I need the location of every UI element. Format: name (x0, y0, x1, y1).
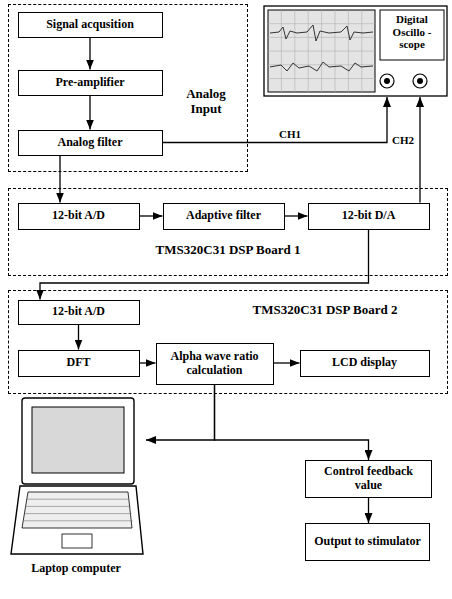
waveform-trace (270, 25, 373, 41)
laptop-label: Laptop computer (6, 562, 146, 576)
laptop-lid (22, 398, 134, 484)
laptop-touchpad (62, 534, 92, 548)
channel-label: CH2 (390, 134, 416, 146)
keyboard-row (26, 506, 131, 507)
process-box: Adaptive filter (163, 203, 285, 230)
box-label: Analog filter (58, 136, 123, 150)
box-label: LCD display (332, 356, 397, 370)
group-label: Analog Input (169, 87, 243, 117)
scope-screen (268, 10, 375, 92)
box-label: Output to stimulator (314, 535, 421, 549)
signal-connector (419, 97, 420, 203)
process-box: Analog filter (18, 130, 163, 156)
box-label: Control feedback value (310, 465, 427, 493)
channel-knob (384, 78, 390, 84)
process-box: Signal acqusition (18, 12, 163, 38)
keyboard-row (27, 499, 129, 500)
process-box: Pre-amplifier (18, 70, 163, 96)
box-label: 12-bit D/A (342, 209, 396, 223)
process-box: DFT (18, 350, 140, 377)
signal-connector (140, 362, 156, 363)
signal-connector (285, 215, 308, 216)
box-label: 12-bit A/D (52, 209, 105, 223)
laptop-screen (32, 407, 124, 473)
signal-connector (140, 215, 163, 216)
box-label: 12-bit A/D (52, 305, 105, 319)
channel-label: CH1 (277, 128, 303, 140)
screen-grid (268, 23, 375, 24)
signal-connector (59, 156, 60, 203)
box-label: Signal acqusition (46, 18, 134, 32)
process-box: Control feedback value (305, 460, 432, 498)
signal-connector (40, 230, 369, 300)
box-label: Pre-amplifier (55, 76, 124, 90)
process-box: Alpha wave ratio calculation (156, 343, 274, 385)
signal-connector (215, 385, 369, 461)
keyboard-row (24, 513, 131, 514)
signal-connector (89, 96, 90, 130)
signal-connector (89, 38, 90, 70)
signal-connector (146, 385, 215, 441)
scope-label: Digital Oscillo -scope (381, 13, 443, 51)
screen-grid (268, 37, 375, 38)
screen-grid (268, 78, 375, 79)
laptop-keyboard (22, 492, 132, 528)
signal-connector (274, 362, 300, 363)
laptop-base (11, 486, 143, 554)
scope-label-panel (380, 10, 444, 60)
signal-connector (78, 325, 79, 350)
group-label: TMS320C31 DSP Board 1 (109, 243, 347, 258)
box-label: DFT (67, 356, 91, 370)
keyboard-row (23, 520, 133, 521)
signal-connector (368, 498, 369, 523)
dsp-board-group: TMS320C31 DSP Board 1 12-bit A/D Adaptive … (8, 188, 448, 276)
process-box: 12-bit D/A (308, 203, 430, 230)
dsp-board-group: TMS320C31 DSP Board 2 12-bit A/D DFT Alpha … (8, 290, 448, 394)
box-label: Adaptive filter (186, 209, 261, 223)
laptop-node: Laptop computer (6, 394, 146, 596)
screen-grid (268, 51, 375, 52)
process-box: 12-bit A/D (18, 203, 140, 230)
oscilloscope-node: Digital Oscillo -scope (263, 5, 448, 97)
box-label: Alpha wave ratio calculation (161, 350, 269, 378)
scope-case (264, 6, 447, 96)
channel-knob (413, 74, 427, 88)
process-box: Output to stimulator (305, 523, 430, 561)
process-box: 12-bit A/D (18, 300, 140, 325)
channel-knob (417, 78, 423, 84)
waveform-trace (270, 62, 373, 71)
group-label: TMS320C31 DSP Board 2 (209, 303, 441, 318)
analog-input-group: Analog Input Signal acqusitionPre-amplifi… (8, 4, 248, 172)
channel-knob (380, 74, 394, 88)
process-box: LCD display (300, 350, 430, 377)
